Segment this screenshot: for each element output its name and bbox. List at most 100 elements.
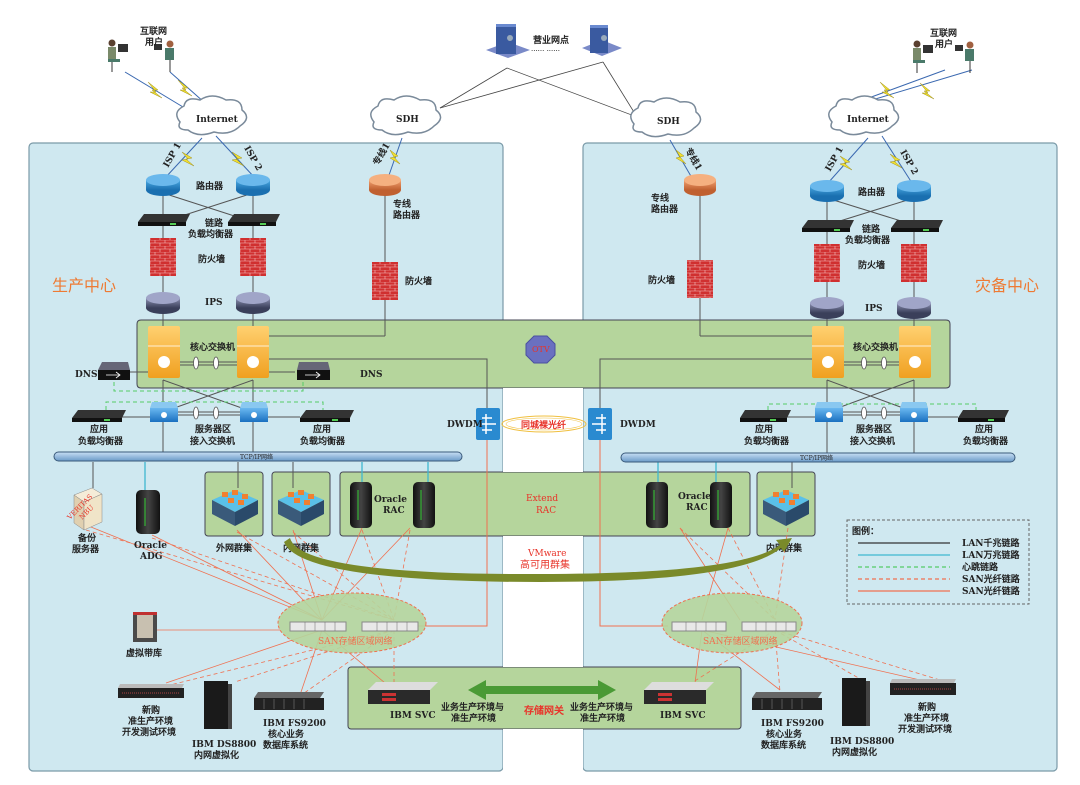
fs9200-icon: [752, 692, 822, 710]
svg-text:负载均衡器: 负载均衡器: [845, 234, 891, 246]
svg-text:负载均衡器: 负载均衡器: [744, 435, 790, 447]
lightning-icon: [147, 81, 163, 99]
legend-item-label: LAN万兆链路: [962, 549, 1021, 561]
user-desktop-icon: [108, 39, 128, 72]
firewall-icon: [901, 244, 927, 282]
leased-router-label: 专线: [393, 198, 411, 210]
branch-building-icon: [582, 25, 622, 56]
svg-text:准生产环境: 准生产环境: [451, 712, 496, 724]
dns-device-icon: [297, 362, 330, 380]
svg-text:开发测试环境: 开发测试环境: [898, 723, 952, 735]
fs9200-icon: [254, 692, 324, 710]
dr-tcpip-network-pipe: TCP/IP网络: [620, 452, 1016, 463]
svg-text:内网虚拟化: 内网虚拟化: [832, 746, 877, 758]
leased-router-icon: [369, 174, 401, 196]
oracle-rac-server-icon: [413, 482, 435, 528]
access-switch-icon: [240, 402, 268, 422]
leased-firewall-label: 防火墙: [405, 275, 432, 287]
svg-text:服务器: 服务器: [72, 543, 100, 555]
core-switch-icon: [812, 326, 844, 378]
lightning-icon: [177, 79, 193, 97]
oracle-rac-server-icon: [710, 482, 732, 528]
dr-leased-router-label: 专线: [651, 192, 669, 204]
backup-server-label: 备份: [77, 532, 97, 544]
branch-building-icon: [486, 24, 530, 58]
san-network-ellipse: [277, 592, 427, 654]
branch-label: 营业网点: [533, 34, 569, 46]
dr-ds8800-label: IBM DS8800: [830, 737, 894, 747]
router-label: 路由器: [196, 180, 224, 192]
svg-text:互联网: 互联网: [930, 27, 957, 39]
svg-text:路由器: 路由器: [393, 209, 421, 221]
extranet-cluster-label: 外网群集: [215, 542, 253, 554]
virtual-tape-library-icon: [133, 612, 157, 642]
ips-icon: [897, 297, 931, 319]
svg-text:准生产环境: 准生产环境: [580, 712, 625, 724]
svc-label: IBM SVC: [390, 711, 436, 721]
legend-item-label: SAN光纤链路: [962, 585, 1021, 597]
svg-text:RAC: RAC: [536, 506, 556, 516]
legend-item-label: SAN光纤链路: [962, 573, 1021, 585]
legend-item-label: LAN千兆链路: [962, 537, 1021, 549]
svg-text:Internet: Internet: [847, 115, 890, 125]
firewall-icon: [814, 244, 840, 282]
svg-text:负载均衡器: 负载均衡器: [78, 435, 124, 447]
dr-access-switch-label: 服务器区: [856, 423, 892, 435]
app-load-balancer-icon: [740, 410, 791, 422]
san-switch-icon: [289, 621, 347, 632]
dr-san-network-label: SAN存储区域网络: [703, 635, 778, 647]
dr-core-switch-label: 核心交换机: [853, 341, 898, 353]
ibm-svc-icon: [368, 682, 438, 704]
oracle-rac-server-icon: [646, 482, 668, 528]
virtual-tape-label: 虚拟带库: [126, 647, 162, 659]
vm-cluster-icon: [763, 490, 809, 526]
dr-oracle-rac-label: Oracle: [678, 492, 711, 502]
dr-svc-env-label: 业务生产环境与: [570, 701, 633, 713]
svg-text:高可用群集: 高可用群集: [520, 558, 570, 571]
user-laptop-icon: [154, 40, 174, 72]
svg-text:用户: 用户: [144, 36, 163, 48]
firewall-icon: [150, 238, 176, 276]
dr-firewall-label: 防火墙: [858, 259, 885, 271]
oracle-adg-server-icon: [136, 490, 160, 534]
svg-text:路由器: 路由器: [651, 203, 679, 215]
ds8800-icon: [204, 681, 232, 729]
svg-text:TCP/IP网络: TCP/IP网络: [240, 453, 273, 461]
san-switch-icon: [741, 621, 797, 632]
san-network-label: SAN存储区域网络: [318, 635, 393, 647]
dns-label-left: DNS: [75, 370, 98, 380]
svg-text:用户: 用户: [934, 38, 953, 50]
new-storage-label: 新购: [142, 704, 160, 716]
svg-text:RAC: RAC: [383, 506, 405, 516]
link-load-balancer-icon: [138, 214, 190, 226]
dr-san-network-ellipse: [661, 592, 803, 654]
dwdm-label: DWDM: [447, 420, 483, 430]
link-load-balancer-icon: [228, 214, 280, 226]
internet-users-label: 互联网: [140, 25, 167, 37]
access-switch-icon: [150, 402, 178, 422]
svg-text:核心业务: 核心业务: [766, 728, 803, 740]
svg-text:内网虚拟化: 内网虚拟化: [194, 749, 239, 761]
dns-device-icon: [98, 362, 130, 380]
backup-server-icon: [73, 487, 103, 531]
otv-label: OTV: [532, 345, 550, 354]
user-desktop-icon: [913, 40, 933, 73]
oracle-rac-server-icon: [350, 482, 372, 528]
app-load-balancer-icon: [300, 410, 354, 422]
vm-cluster-icon: [278, 490, 324, 526]
svg-text:准生产环境: 准生产环境: [128, 715, 173, 727]
svg-text:接入交换机: 接入交换机: [850, 435, 895, 447]
svg-text:ADG: ADG: [139, 552, 162, 562]
dr-link-lb-label: 链路: [862, 223, 881, 235]
fs9200-label: IBM FS9200: [263, 719, 326, 729]
router-icon: [810, 180, 844, 202]
dark-fiber-label: 同城裸光纤: [521, 419, 566, 431]
vmware-label: VMware: [527, 549, 566, 559]
link-load-balancer-icon: [891, 220, 943, 232]
internet-users-left: 互联网 用户: [108, 25, 174, 72]
svg-text:接入交换机: 接入交换机: [190, 435, 235, 447]
svg-text:SDH: SDH: [396, 115, 419, 125]
link-load-balancer-icon: [802, 220, 854, 232]
app-lb-right-label: 应用: [313, 423, 331, 435]
svg-text:RAC: RAC: [686, 503, 708, 513]
